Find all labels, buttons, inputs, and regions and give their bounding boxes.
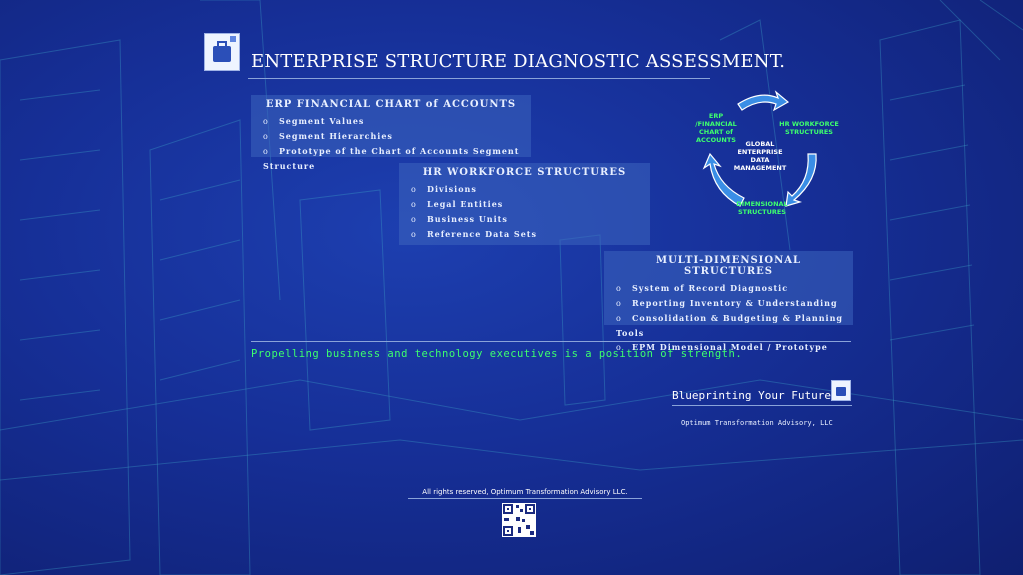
list-item: Segment Values [263, 114, 525, 129]
list-item: EPM Dimensional Model / Prototype [616, 340, 847, 355]
list-item: Prototype of the Chart of Accounts Segme… [263, 144, 525, 173]
list-item: Reporting Inventory & Understanding [616, 296, 847, 311]
blueprint-slogan: Blueprinting Your Future. [672, 389, 838, 402]
blueprint-divider [672, 405, 852, 406]
erp-panel-list: Segment Values Segment Hierarchies Proto… [257, 114, 525, 173]
list-item: Reference Data Sets [411, 227, 644, 242]
company-name: Optimum Transformation Advisory, LLC [681, 419, 833, 427]
hr-panel-heading: HR WORKFORCE STRUCTURES [422, 167, 627, 178]
page-title: ENTERPRISE STRUCTURE DIAGNOSTIC ASSESSME… [251, 51, 786, 72]
briefcase-logo-icon [204, 33, 240, 71]
erp-panel-heading: ERP FINANCIAL CHART of ACCOUNTS [265, 99, 517, 110]
list-item: Segment Hierarchies [263, 129, 525, 144]
multidimensional-panel-heading: MULTI-DIMENSIONAL STRUCTURES [656, 255, 801, 277]
cycle-label-hr: HR WORKFORCE STRUCTURES [779, 120, 839, 136]
qr-code-icon[interactable] [502, 503, 536, 537]
list-item: Consolidation & Budgeting & Planning Too… [616, 311, 847, 340]
data-management-cycle-diagram: ERP /FINANCIAL CHART of ACCOUNTS HR WORK… [690, 88, 850, 218]
briefcase-small-logo-icon [831, 380, 851, 401]
list-item: System of Record Diagnostic [616, 281, 847, 296]
title-divider [248, 78, 710, 79]
list-item: Divisions [411, 182, 644, 197]
cycle-label-center: GLOBAL ENTERPRISE DATA MANAGEMENT [733, 140, 787, 172]
list-item: Legal Entities [411, 197, 644, 212]
footer-divider [408, 498, 642, 499]
cycle-arrows-icon [702, 90, 817, 207]
multidimensional-panel-list: System of Record Diagnostic Reporting In… [610, 281, 847, 355]
section-divider [251, 341, 851, 342]
cycle-label-dimensional: DIMENSIONAL STRUCTURES [736, 200, 788, 216]
footer-rights: All rights reserved, Optimum Transformat… [422, 488, 628, 496]
tagline: Propelling business and technology execu… [251, 348, 743, 360]
erp-panel: ERP FINANCIAL CHART of ACCOUNTS Segment … [251, 95, 531, 171]
list-item: Business Units [411, 212, 644, 227]
multidimensional-panel: MULTI-DIMENSIONAL STRUCTURES System of R… [604, 251, 853, 352]
hr-panel: HR WORKFORCE STRUCTURES Divisions Legal … [399, 163, 650, 245]
cycle-label-erp: ERP /FINANCIAL CHART of ACCOUNTS [695, 112, 737, 144]
hr-panel-list: Divisions Legal Entities Business Units … [405, 182, 644, 242]
